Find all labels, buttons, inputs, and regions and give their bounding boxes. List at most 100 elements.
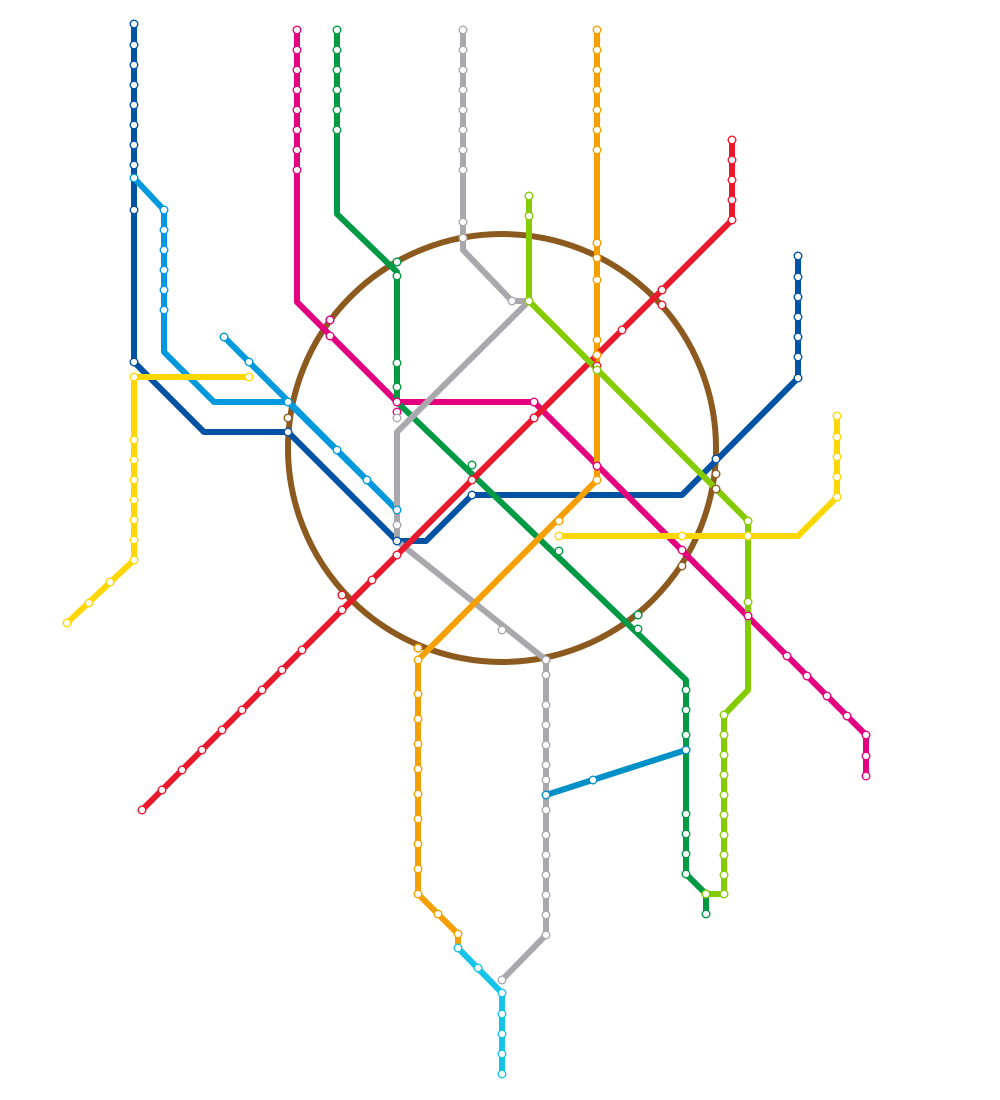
station-marker[interactable] bbox=[458, 233, 468, 243]
station-marker[interactable] bbox=[507, 296, 517, 306]
station-marker[interactable] bbox=[413, 739, 423, 749]
station-marker[interactable] bbox=[719, 770, 729, 780]
station-marker[interactable] bbox=[159, 305, 169, 315]
station-marker[interactable] bbox=[129, 205, 139, 215]
station-marker[interactable] bbox=[592, 350, 602, 360]
station-marker[interactable] bbox=[743, 531, 753, 541]
station-marker[interactable] bbox=[392, 505, 402, 515]
station-marker[interactable] bbox=[657, 285, 667, 295]
station-marker[interactable] bbox=[362, 475, 372, 485]
station-marker[interactable] bbox=[592, 253, 602, 263]
station-marker[interactable] bbox=[592, 475, 602, 485]
station-marker[interactable] bbox=[793, 292, 803, 302]
station-marker[interactable] bbox=[413, 789, 423, 799]
station-marker[interactable] bbox=[832, 432, 842, 442]
station-marker[interactable] bbox=[292, 125, 302, 135]
station-marker[interactable] bbox=[392, 536, 402, 546]
station-marker[interactable] bbox=[497, 1069, 507, 1079]
station-marker[interactable] bbox=[719, 710, 729, 720]
station-marker[interactable] bbox=[292, 165, 302, 175]
station-marker[interactable] bbox=[554, 531, 564, 541]
station-marker[interactable] bbox=[392, 382, 402, 392]
station-marker[interactable] bbox=[793, 251, 803, 261]
station-marker[interactable] bbox=[743, 597, 753, 607]
station-marker[interactable] bbox=[719, 730, 729, 740]
station-marker[interactable] bbox=[332, 445, 342, 455]
station-marker[interactable] bbox=[413, 764, 423, 774]
station-marker[interactable] bbox=[467, 490, 477, 500]
station-marker[interactable] bbox=[727, 175, 737, 185]
station-marker[interactable] bbox=[159, 205, 169, 215]
station-marker[interactable] bbox=[129, 515, 139, 525]
station-marker[interactable] bbox=[592, 275, 602, 285]
station-marker[interactable] bbox=[458, 165, 468, 175]
station-marker[interactable] bbox=[129, 435, 139, 445]
station-marker[interactable] bbox=[711, 454, 721, 464]
station-marker[interactable] bbox=[727, 155, 737, 165]
ring-station-marker[interactable] bbox=[711, 469, 721, 479]
station-marker[interactable] bbox=[392, 520, 402, 530]
station-marker[interactable] bbox=[681, 829, 691, 839]
station-marker[interactable] bbox=[681, 849, 691, 859]
station-marker[interactable] bbox=[541, 890, 551, 900]
station-marker[interactable] bbox=[592, 365, 602, 375]
station-marker[interactable] bbox=[129, 475, 139, 485]
station-marker[interactable] bbox=[129, 100, 139, 110]
station-marker[interactable] bbox=[137, 805, 147, 815]
station-marker[interactable] bbox=[541, 830, 551, 840]
station-marker[interactable] bbox=[832, 472, 842, 482]
station-marker[interactable] bbox=[458, 125, 468, 135]
station-marker[interactable] bbox=[237, 705, 247, 715]
station-marker[interactable] bbox=[541, 700, 551, 710]
station-marker[interactable] bbox=[283, 397, 293, 407]
station-marker[interactable] bbox=[529, 413, 539, 423]
station-marker[interactable] bbox=[257, 685, 267, 695]
station-marker[interactable] bbox=[453, 943, 463, 953]
station-marker[interactable] bbox=[701, 909, 711, 919]
station-marker[interactable] bbox=[677, 531, 687, 541]
station-marker[interactable] bbox=[681, 869, 691, 879]
station-marker[interactable] bbox=[822, 691, 832, 701]
station-marker[interactable] bbox=[497, 625, 507, 635]
station-marker[interactable] bbox=[473, 963, 483, 973]
station-marker[interactable] bbox=[292, 25, 302, 35]
station-marker[interactable] bbox=[524, 191, 534, 201]
station-marker[interactable] bbox=[541, 655, 551, 665]
station-marker[interactable] bbox=[842, 711, 852, 721]
station-marker[interactable] bbox=[802, 671, 812, 681]
station-marker[interactable] bbox=[392, 550, 402, 560]
station-marker[interactable] bbox=[681, 705, 691, 715]
station-marker[interactable] bbox=[332, 125, 342, 135]
station-marker[interactable] bbox=[458, 25, 468, 35]
station-marker[interactable] bbox=[413, 655, 423, 665]
ring-station-marker[interactable] bbox=[283, 413, 293, 423]
station-marker[interactable] bbox=[541, 910, 551, 920]
station-marker[interactable] bbox=[413, 889, 423, 899]
station-marker[interactable] bbox=[277, 665, 287, 675]
station-marker[interactable] bbox=[129, 160, 139, 170]
station-marker[interactable] bbox=[681, 745, 691, 755]
station-marker[interactable] bbox=[743, 516, 753, 526]
station-marker[interactable] bbox=[129, 555, 139, 565]
station-marker[interactable] bbox=[719, 889, 729, 899]
station-marker[interactable] bbox=[681, 685, 691, 695]
station-marker[interactable] bbox=[541, 805, 551, 815]
station-marker[interactable] bbox=[681, 730, 691, 740]
ring-station-marker[interactable] bbox=[677, 561, 687, 571]
station-marker[interactable] bbox=[541, 850, 551, 860]
station-marker[interactable] bbox=[292, 145, 302, 155]
station-marker[interactable] bbox=[292, 45, 302, 55]
station-marker[interactable] bbox=[413, 689, 423, 699]
station-marker[interactable] bbox=[719, 750, 729, 760]
station-marker[interactable] bbox=[337, 590, 347, 600]
station-marker[interactable] bbox=[719, 790, 729, 800]
station-marker[interactable] bbox=[197, 745, 207, 755]
station-marker[interactable] bbox=[244, 357, 254, 367]
station-marker[interactable] bbox=[413, 814, 423, 824]
station-marker[interactable] bbox=[592, 238, 602, 248]
station-marker[interactable] bbox=[719, 830, 729, 840]
station-marker[interactable] bbox=[458, 105, 468, 115]
station-marker[interactable] bbox=[129, 535, 139, 545]
station-marker[interactable] bbox=[541, 720, 551, 730]
station-marker[interactable] bbox=[832, 492, 842, 502]
